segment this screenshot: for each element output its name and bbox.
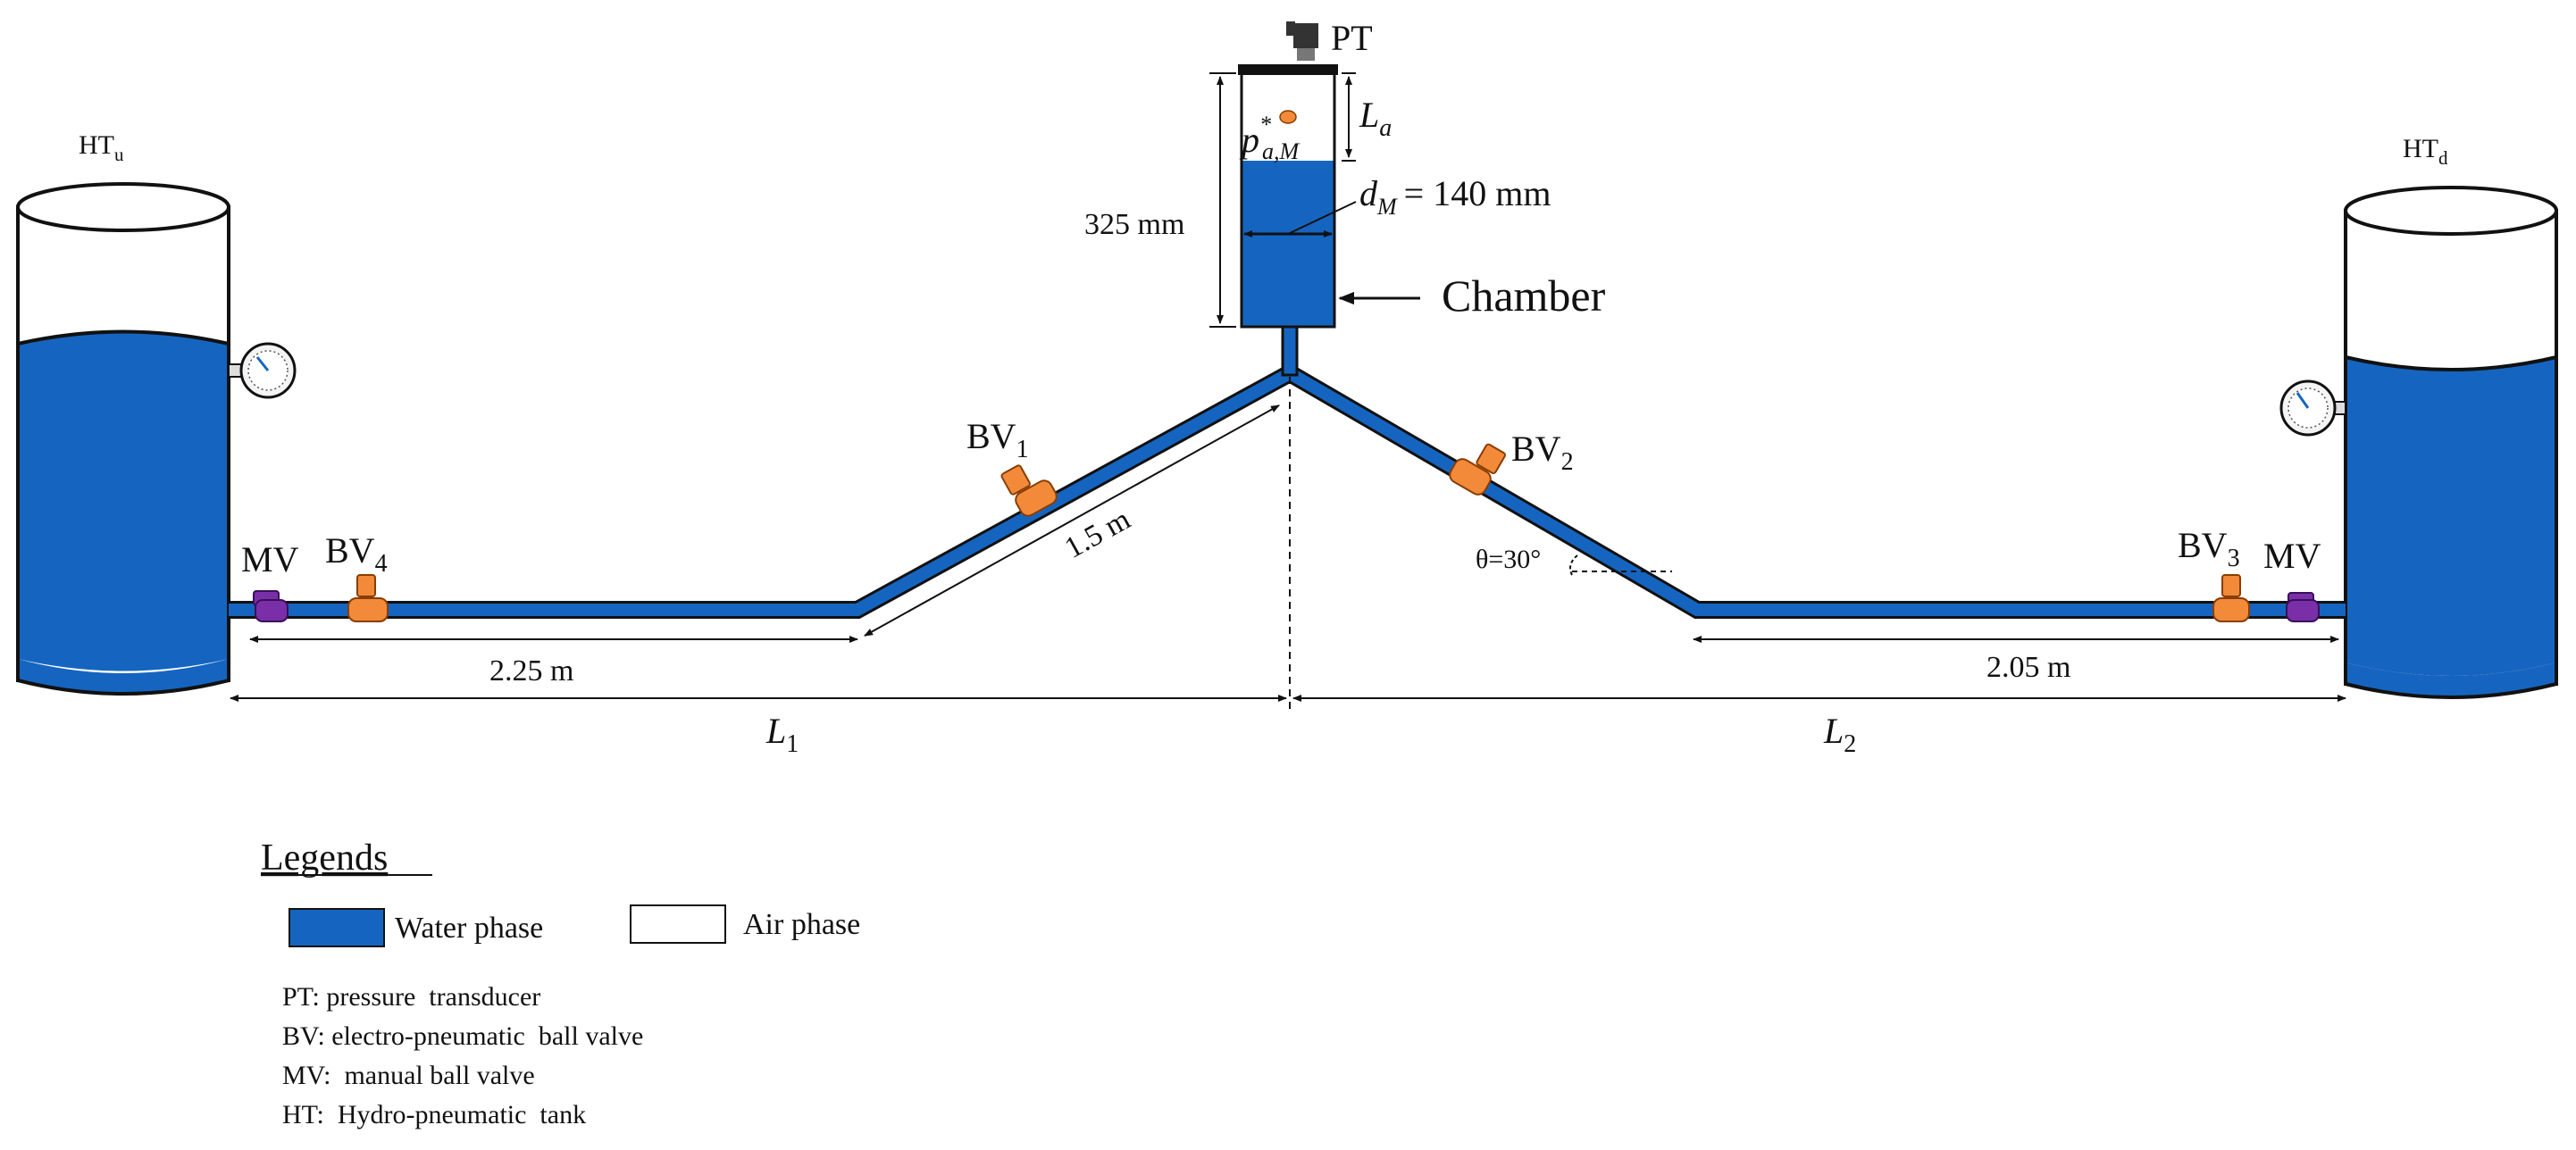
downstream-tank [2344,186,2558,699]
ball-valve-4-icon [347,574,389,622]
legend-water-swatch [289,908,385,947]
upstream-tank-label: HTu [79,130,124,165]
air-chamber [1238,64,1338,329]
mv-left-label: MV [241,539,299,579]
dimension-l2-label: L2 [1823,711,1856,758]
legend-note-mv: MV: manual ball valve [282,1061,535,1090]
chamber-label: Chamber [1442,271,1606,321]
bv3-label: BV3 [2178,525,2240,572]
pressure-probe-icon [1279,110,1297,124]
legend-title: Legends [261,838,388,879]
pipeline [229,325,2346,619]
upstream-tank [16,182,230,696]
legend-note-pt: PT: pressure transducer [282,982,540,1012]
angle-label: θ=30° [1476,545,1541,574]
manual-valve-right-icon [2286,592,2320,622]
dimension-1-5m-label: 1.5 m [1059,503,1136,565]
ball-valve-3-icon [2212,574,2250,622]
dimension-1-5m [864,404,1280,637]
air-pressure-label: p*a,M [1239,112,1301,164]
legend-note-ht: HT: Hydro-pneumatic tank [282,1100,586,1129]
chamber-height-label: 325 mm [1084,208,1184,241]
legend-water-label: Water phase [395,912,543,945]
dimension-l1-label: L1 [765,711,799,758]
manual-valve-left-icon [253,590,289,622]
dimension-2-05m-label: 2.05 m [1986,651,2070,684]
bv4-label: BV4 [325,530,388,578]
downstream-pressure-gauge-icon [2279,379,2346,437]
bv2-label: BV2 [1511,429,1574,476]
angle-arc [1569,554,1578,576]
ball-valve-2-icon [1449,443,1506,496]
pressure-transducer-icon [1286,21,1318,61]
mv-right-label: MV [2263,536,2321,576]
legend-note-bv: BV: electro-pneumatic ball valve [282,1021,643,1051]
upstream-pressure-gauge-icon [228,342,297,399]
pt-label: PT [1331,18,1373,58]
legend-air-label: Air phase [743,908,860,941]
dimension-2-25m-label: 2.25 m [489,654,573,688]
chamber-diameter-label: dM= 140 mm [1359,173,1551,220]
bv1-label: BV1 [966,416,1029,463]
air-length-label: La [1359,95,1392,142]
legend-air-swatch [630,904,726,944]
downstream-tank-label: HTd [2403,134,2448,169]
